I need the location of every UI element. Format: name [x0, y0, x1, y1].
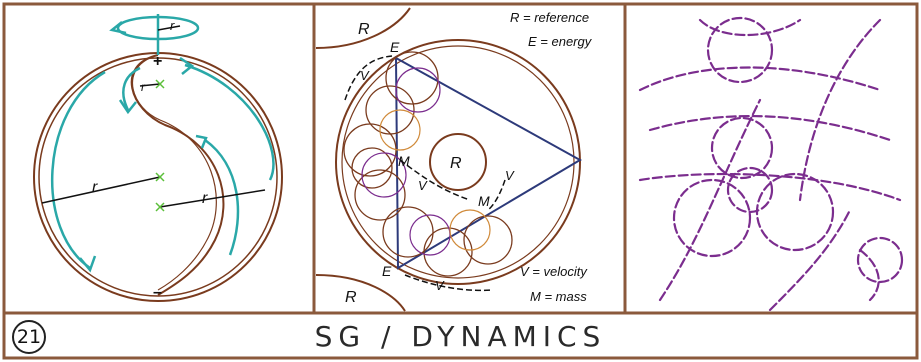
label-R-bottom: R: [345, 289, 357, 306]
velocity-flow-right: [487, 179, 506, 211]
radius-line-main: [41, 176, 161, 204]
flow-arrow-left-outer-head: [79, 255, 97, 273]
sketch-circle-left: [672, 178, 752, 258]
sketch-arc-3: [658, 98, 762, 302]
reference-arc-bottom: [315, 274, 406, 312]
energy-triangle: [394, 56, 583, 270]
sketch-circle-top: [706, 16, 774, 84]
legend-mass: M = mass: [530, 289, 587, 304]
reference-circle: [429, 133, 487, 191]
plate-title: SG / DYNAMICS: [314, 320, 607, 353]
label-V-right: V: [505, 168, 515, 183]
radius-line-right: [159, 189, 266, 208]
label-V-center: V: [418, 178, 428, 193]
rotation-arrowhead: [109, 21, 127, 35]
label-M-right: M: [478, 193, 490, 209]
yinyang-inner-circle: [38, 57, 278, 297]
label-R-top: R: [358, 21, 370, 38]
legend-energy: E = energy: [528, 34, 593, 49]
flow-arrow-inner-lower-head: [195, 134, 208, 149]
sketch-circle-far-right: [856, 236, 904, 284]
plus-sign: +: [153, 53, 162, 70]
left-panel-yin-yang: r r r r + –: [33, 14, 283, 302]
sketch-arc-1: [638, 66, 882, 92]
yinyang-s-curve-inner: [132, 57, 217, 291]
label-M-center: M: [398, 153, 410, 169]
label-E-bottom: E: [382, 263, 392, 279]
second-circle: [341, 45, 575, 279]
label-E-top: E: [390, 39, 400, 55]
flow-arrow-inner-upper-head: [118, 99, 137, 115]
orange-circle-chain: [379, 109, 491, 251]
radius-label-main: r: [92, 179, 98, 196]
flow-arrow-right-outer-head: [179, 56, 195, 75]
flow-arrow-inner-upper: [122, 66, 141, 111]
radius-label-small: r: [141, 80, 146, 94]
sketch-arc-4: [798, 18, 882, 202]
purple-circle-chain: [361, 67, 451, 256]
label-R-center: R: [450, 155, 462, 172]
reference-arc-top: [315, 7, 411, 49]
sketch-circle-center: [726, 166, 774, 214]
label-V-left: V: [360, 68, 370, 83]
velocity-flow-left: [344, 55, 393, 101]
plate-number-badge: 21: [12, 320, 46, 354]
center-marks: [155, 79, 165, 212]
yinyang-s-curve: [130, 54, 225, 296]
sketch-arc-2: [648, 114, 892, 142]
radius-line-small: [139, 83, 161, 87]
sketch-arc-8: [858, 248, 880, 302]
radius-label-top: r: [170, 18, 175, 33]
right-panel-sketch: [638, 16, 904, 312]
flow-arrow-inner-lower: [204, 138, 240, 256]
legend-velocity: V = velocity: [520, 264, 588, 279]
sketch-arc-6: [698, 18, 802, 36]
sketch-arc-7: [768, 208, 852, 312]
small-circle-chain: [343, 51, 513, 277]
velocity-flow-center: [399, 159, 471, 201]
sketch-circle-mid: [710, 116, 774, 180]
flow-arrow-left-outer: [50, 70, 106, 270]
legend-reference: R = reference: [510, 10, 589, 25]
radius-label-right: r: [202, 190, 208, 207]
minus-sign: –: [153, 284, 162, 301]
outer-circle: [335, 39, 581, 285]
middle-panel-dynamics: R = reference E = energy V = velocity M …: [315, 7, 593, 312]
sketch-circle-right: [755, 172, 835, 252]
flow-arrow-right-outer: [184, 63, 275, 181]
sketch-arc-5: [638, 172, 902, 202]
label-V-bottom: V: [435, 278, 445, 293]
radius-line-top: [157, 25, 181, 31]
